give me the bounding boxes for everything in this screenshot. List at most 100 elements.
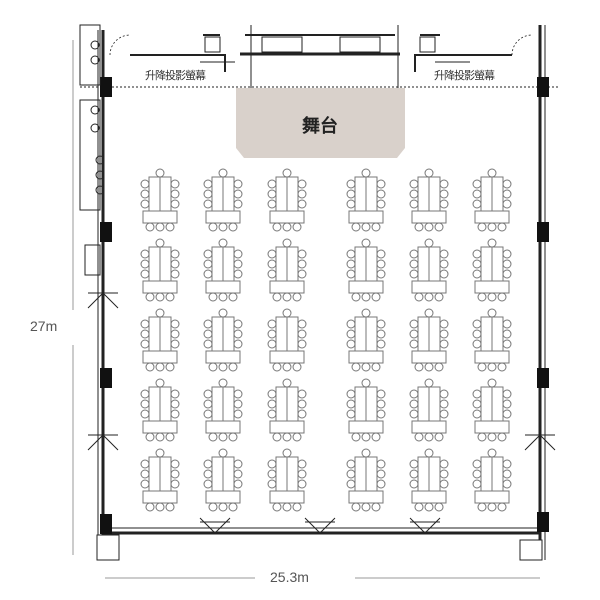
chair bbox=[267, 409, 277, 419]
chair bbox=[346, 389, 356, 399]
chair bbox=[472, 319, 482, 329]
chair bbox=[502, 339, 512, 349]
table bbox=[365, 316, 378, 352]
chair bbox=[155, 362, 165, 372]
chair bbox=[439, 399, 449, 409]
chair bbox=[346, 179, 356, 189]
chair bbox=[361, 308, 371, 318]
table bbox=[354, 386, 367, 422]
chair bbox=[424, 292, 434, 302]
chair bbox=[439, 179, 449, 189]
chair bbox=[439, 389, 449, 399]
chair bbox=[233, 329, 243, 339]
table bbox=[159, 246, 172, 282]
chair bbox=[140, 399, 150, 409]
chair bbox=[145, 292, 155, 302]
chair bbox=[439, 249, 449, 259]
table-cluster bbox=[346, 308, 386, 372]
chair bbox=[297, 179, 307, 189]
table-cluster bbox=[346, 238, 386, 302]
chair bbox=[140, 409, 150, 419]
table bbox=[286, 246, 299, 282]
chair bbox=[346, 469, 356, 479]
table bbox=[354, 316, 367, 352]
chair bbox=[502, 469, 512, 479]
chair bbox=[487, 308, 497, 318]
chair bbox=[376, 469, 386, 479]
table bbox=[269, 280, 305, 294]
chair bbox=[439, 339, 449, 349]
chair bbox=[361, 292, 371, 302]
table bbox=[428, 386, 441, 422]
chair bbox=[346, 189, 356, 199]
chair bbox=[203, 189, 213, 199]
chair bbox=[472, 459, 482, 469]
chair bbox=[351, 362, 361, 372]
table bbox=[148, 176, 161, 212]
chair bbox=[233, 339, 243, 349]
chair bbox=[502, 459, 512, 469]
chair bbox=[140, 319, 150, 329]
chair bbox=[371, 432, 381, 442]
chair bbox=[145, 222, 155, 232]
chair bbox=[439, 189, 449, 199]
chair bbox=[170, 259, 180, 269]
chair bbox=[439, 269, 449, 279]
chair bbox=[233, 269, 243, 279]
chair bbox=[439, 459, 449, 469]
chair bbox=[409, 179, 419, 189]
chair bbox=[346, 399, 356, 409]
chair bbox=[292, 502, 302, 512]
table bbox=[142, 350, 178, 364]
chair bbox=[228, 222, 238, 232]
table bbox=[222, 316, 235, 352]
table bbox=[428, 316, 441, 352]
chair bbox=[267, 399, 277, 409]
table-cluster bbox=[472, 168, 512, 232]
table bbox=[491, 316, 504, 352]
chair bbox=[297, 409, 307, 419]
chair bbox=[233, 409, 243, 419]
table bbox=[142, 210, 178, 224]
chair bbox=[361, 448, 371, 458]
chair bbox=[502, 269, 512, 279]
chair bbox=[155, 168, 165, 178]
chair bbox=[228, 362, 238, 372]
chair bbox=[297, 319, 307, 329]
table bbox=[348, 350, 384, 364]
chair bbox=[233, 319, 243, 329]
chair bbox=[502, 389, 512, 399]
chair bbox=[414, 502, 424, 512]
chair bbox=[497, 292, 507, 302]
chair bbox=[233, 259, 243, 269]
table-cluster bbox=[140, 308, 180, 372]
chair bbox=[203, 479, 213, 489]
chair bbox=[208, 362, 218, 372]
table-cluster bbox=[203, 308, 243, 372]
chair bbox=[351, 432, 361, 442]
chair bbox=[351, 502, 361, 512]
chair bbox=[472, 199, 482, 209]
chair bbox=[267, 469, 277, 479]
chair bbox=[434, 222, 444, 232]
table bbox=[474, 210, 510, 224]
chair bbox=[376, 269, 386, 279]
chair bbox=[140, 179, 150, 189]
chair bbox=[292, 362, 302, 372]
chair bbox=[145, 502, 155, 512]
chair bbox=[267, 269, 277, 279]
table bbox=[148, 246, 161, 282]
table bbox=[211, 456, 224, 492]
chair bbox=[376, 189, 386, 199]
chair bbox=[477, 502, 487, 512]
chair bbox=[267, 319, 277, 329]
chair bbox=[376, 329, 386, 339]
chair bbox=[218, 502, 228, 512]
chair bbox=[472, 269, 482, 279]
table-cluster bbox=[140, 168, 180, 232]
chair bbox=[170, 189, 180, 199]
chair bbox=[346, 329, 356, 339]
table bbox=[159, 456, 172, 492]
chair bbox=[267, 479, 277, 489]
